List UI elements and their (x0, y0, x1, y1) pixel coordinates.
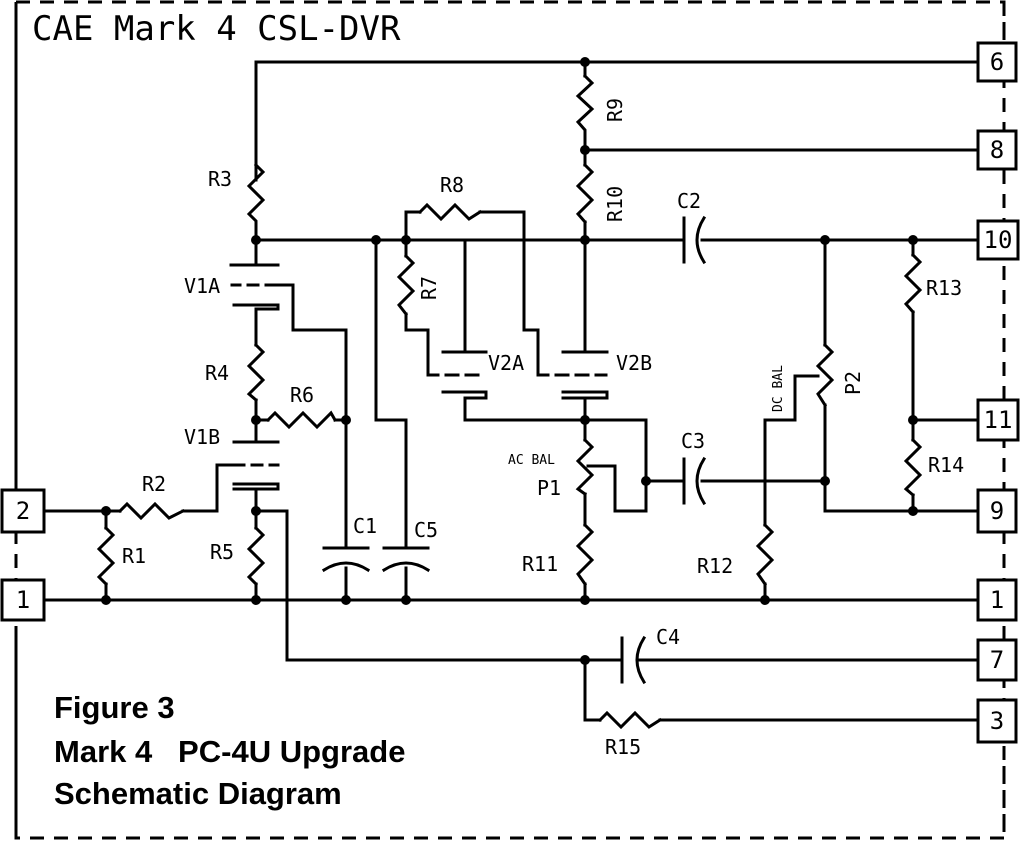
svg-text:1: 1 (16, 586, 30, 614)
resistor-r12 (755, 522, 775, 587)
capacitor-c1 (321, 546, 371, 573)
label-r11: R11 (522, 552, 558, 576)
terminal-9: 9 (976, 488, 1018, 534)
resistor-r1 (96, 525, 116, 587)
resistor-r13 (903, 252, 923, 315)
label-v2b: V2B (616, 351, 652, 375)
label-r15: R15 (605, 735, 641, 759)
resistor-r4 (246, 342, 266, 403)
terminal-7: 7 (976, 638, 1018, 682)
label-r9: R9 (603, 98, 627, 122)
label-r13: R13 (926, 276, 962, 300)
svg-text:9: 9 (990, 497, 1004, 525)
junction-dots (101, 57, 918, 665)
label-r1: R1 (122, 544, 146, 568)
svg-text:6: 6 (990, 48, 1004, 76)
label-r7: R7 (417, 276, 441, 300)
label-v1a: V1A (184, 274, 220, 298)
schematic-title: CAE Mark 4 CSL-DVR (32, 9, 401, 49)
svg-text:8: 8 (990, 136, 1004, 164)
resistor-r6 (265, 410, 338, 430)
svg-text:2: 2 (16, 497, 30, 525)
label-c2: C2 (677, 189, 701, 213)
resistors (96, 73, 923, 730)
terminal-10: 10 (976, 219, 1020, 261)
terminal-11: 11 (976, 398, 1020, 442)
label-c3: C3 (681, 429, 705, 453)
capacitor-c5 (381, 546, 431, 573)
resistor-r5 (246, 525, 266, 587)
label-r3: R3 (208, 167, 232, 191)
resistor-r11 (575, 522, 595, 587)
svg-text:3: 3 (990, 707, 1004, 735)
resistor-r15 (597, 710, 663, 730)
label-r2: R2 (142, 472, 166, 496)
label-r5: R5 (210, 540, 234, 564)
component-labels: R3 R8 V1A R4 R6 V1B R2 R1 R5 C1 C5 V2A V… (122, 98, 964, 759)
svg-text:7: 7 (990, 646, 1004, 674)
resistor-r7 (396, 253, 416, 317)
caption-description: Schematic Diagram (54, 776, 342, 811)
label-r6: R6 (290, 383, 314, 407)
terminal-2: 2 (0, 488, 46, 534)
terminal-8: 8 (976, 129, 1018, 171)
label-p1: P1 (537, 476, 561, 500)
label-r10: R10 (603, 186, 627, 222)
resistor-r14 (903, 437, 923, 498)
label-dc-bal: DC BAL (771, 365, 786, 412)
label-v2a: V2A (488, 351, 524, 375)
label-r4: R4 (205, 361, 229, 385)
label-c5: C5 (414, 518, 438, 542)
label-r8: R8 (440, 173, 464, 197)
terminal-3: 3 (976, 698, 1018, 744)
label-c4: C4 (656, 625, 680, 649)
label-ac-bal: AC BAL (508, 453, 555, 468)
label-p2: P2 (841, 371, 865, 395)
svg-text:1: 1 (990, 586, 1004, 614)
caption-figure-number: Figure 3 (54, 690, 175, 725)
label-v1b: V1B (184, 425, 220, 449)
wires (42, 60, 980, 722)
label-c1: C1 (353, 514, 377, 538)
capacitor-c2 (682, 215, 707, 265)
capacitor-c3 (682, 456, 707, 506)
capacitor-c4 (620, 635, 647, 685)
resistor-r8 (417, 202, 483, 222)
terminal-1-right: 1 (976, 578, 1018, 622)
capacitors (321, 215, 707, 685)
svg-text:11: 11 (984, 406, 1013, 434)
svg-text:10: 10 (984, 226, 1013, 254)
resistor-r2 (117, 501, 186, 521)
resistor-r10 (575, 162, 595, 225)
terminal-6: 6 (976, 41, 1018, 83)
terminal-1-left: 1 (0, 578, 46, 622)
resistor-r3 (246, 162, 266, 230)
potentiometer-p1 (575, 437, 595, 497)
caption-subtitle: Mark 4 PC-4U Upgrade (54, 734, 405, 769)
label-r14: R14 (928, 453, 964, 477)
label-r12: R12 (697, 554, 733, 578)
potentiometer-p2 (815, 342, 835, 408)
resistor-r9 (575, 73, 595, 134)
